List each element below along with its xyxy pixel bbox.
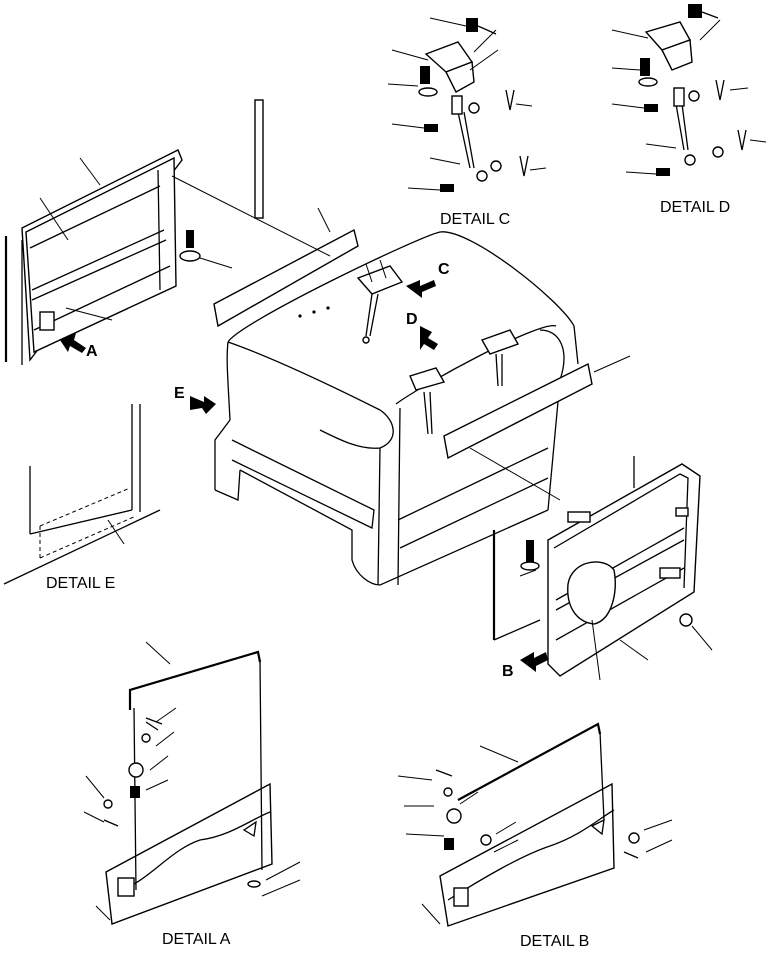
detail-c-drawing	[387, 17, 547, 192]
arrow-e-icon	[190, 396, 216, 414]
front-seal-strip	[213, 228, 359, 328]
arrow-d-icon	[420, 326, 438, 350]
arrow-b-icon	[520, 652, 548, 672]
detail-e-drawing	[3, 404, 161, 585]
detail-d-label: DETAIL D	[660, 199, 731, 216]
hinge-c-assembly	[356, 259, 404, 344]
detail-c-label: DETAIL C	[440, 211, 511, 228]
right-door-panel	[492, 456, 713, 681]
rear-seal-strip	[443, 362, 593, 460]
detail-a-drawing	[83, 641, 301, 925]
arrow-e-label: E	[174, 385, 185, 402]
left-door-panel	[4, 149, 233, 365]
support-rod	[254, 99, 264, 219]
arrow-d-label: D	[406, 311, 418, 328]
engine-hood	[214, 231, 579, 586]
arrow-b-label: B	[502, 663, 514, 680]
detail-d-drawing	[611, 4, 767, 176]
detail-b-label: DETAIL B	[520, 933, 590, 950]
arrow-c-label: C	[438, 261, 450, 278]
detail-b-drawing	[397, 722, 673, 927]
arrow-a-icon	[60, 333, 86, 353]
arrow-c-icon	[406, 280, 436, 298]
arrow-a-label: A	[86, 343, 98, 360]
hinge-d-assembly	[409, 329, 520, 435]
detail-e-label: DETAIL E	[46, 575, 116, 592]
detail-a-label: DETAIL A	[162, 931, 231, 948]
